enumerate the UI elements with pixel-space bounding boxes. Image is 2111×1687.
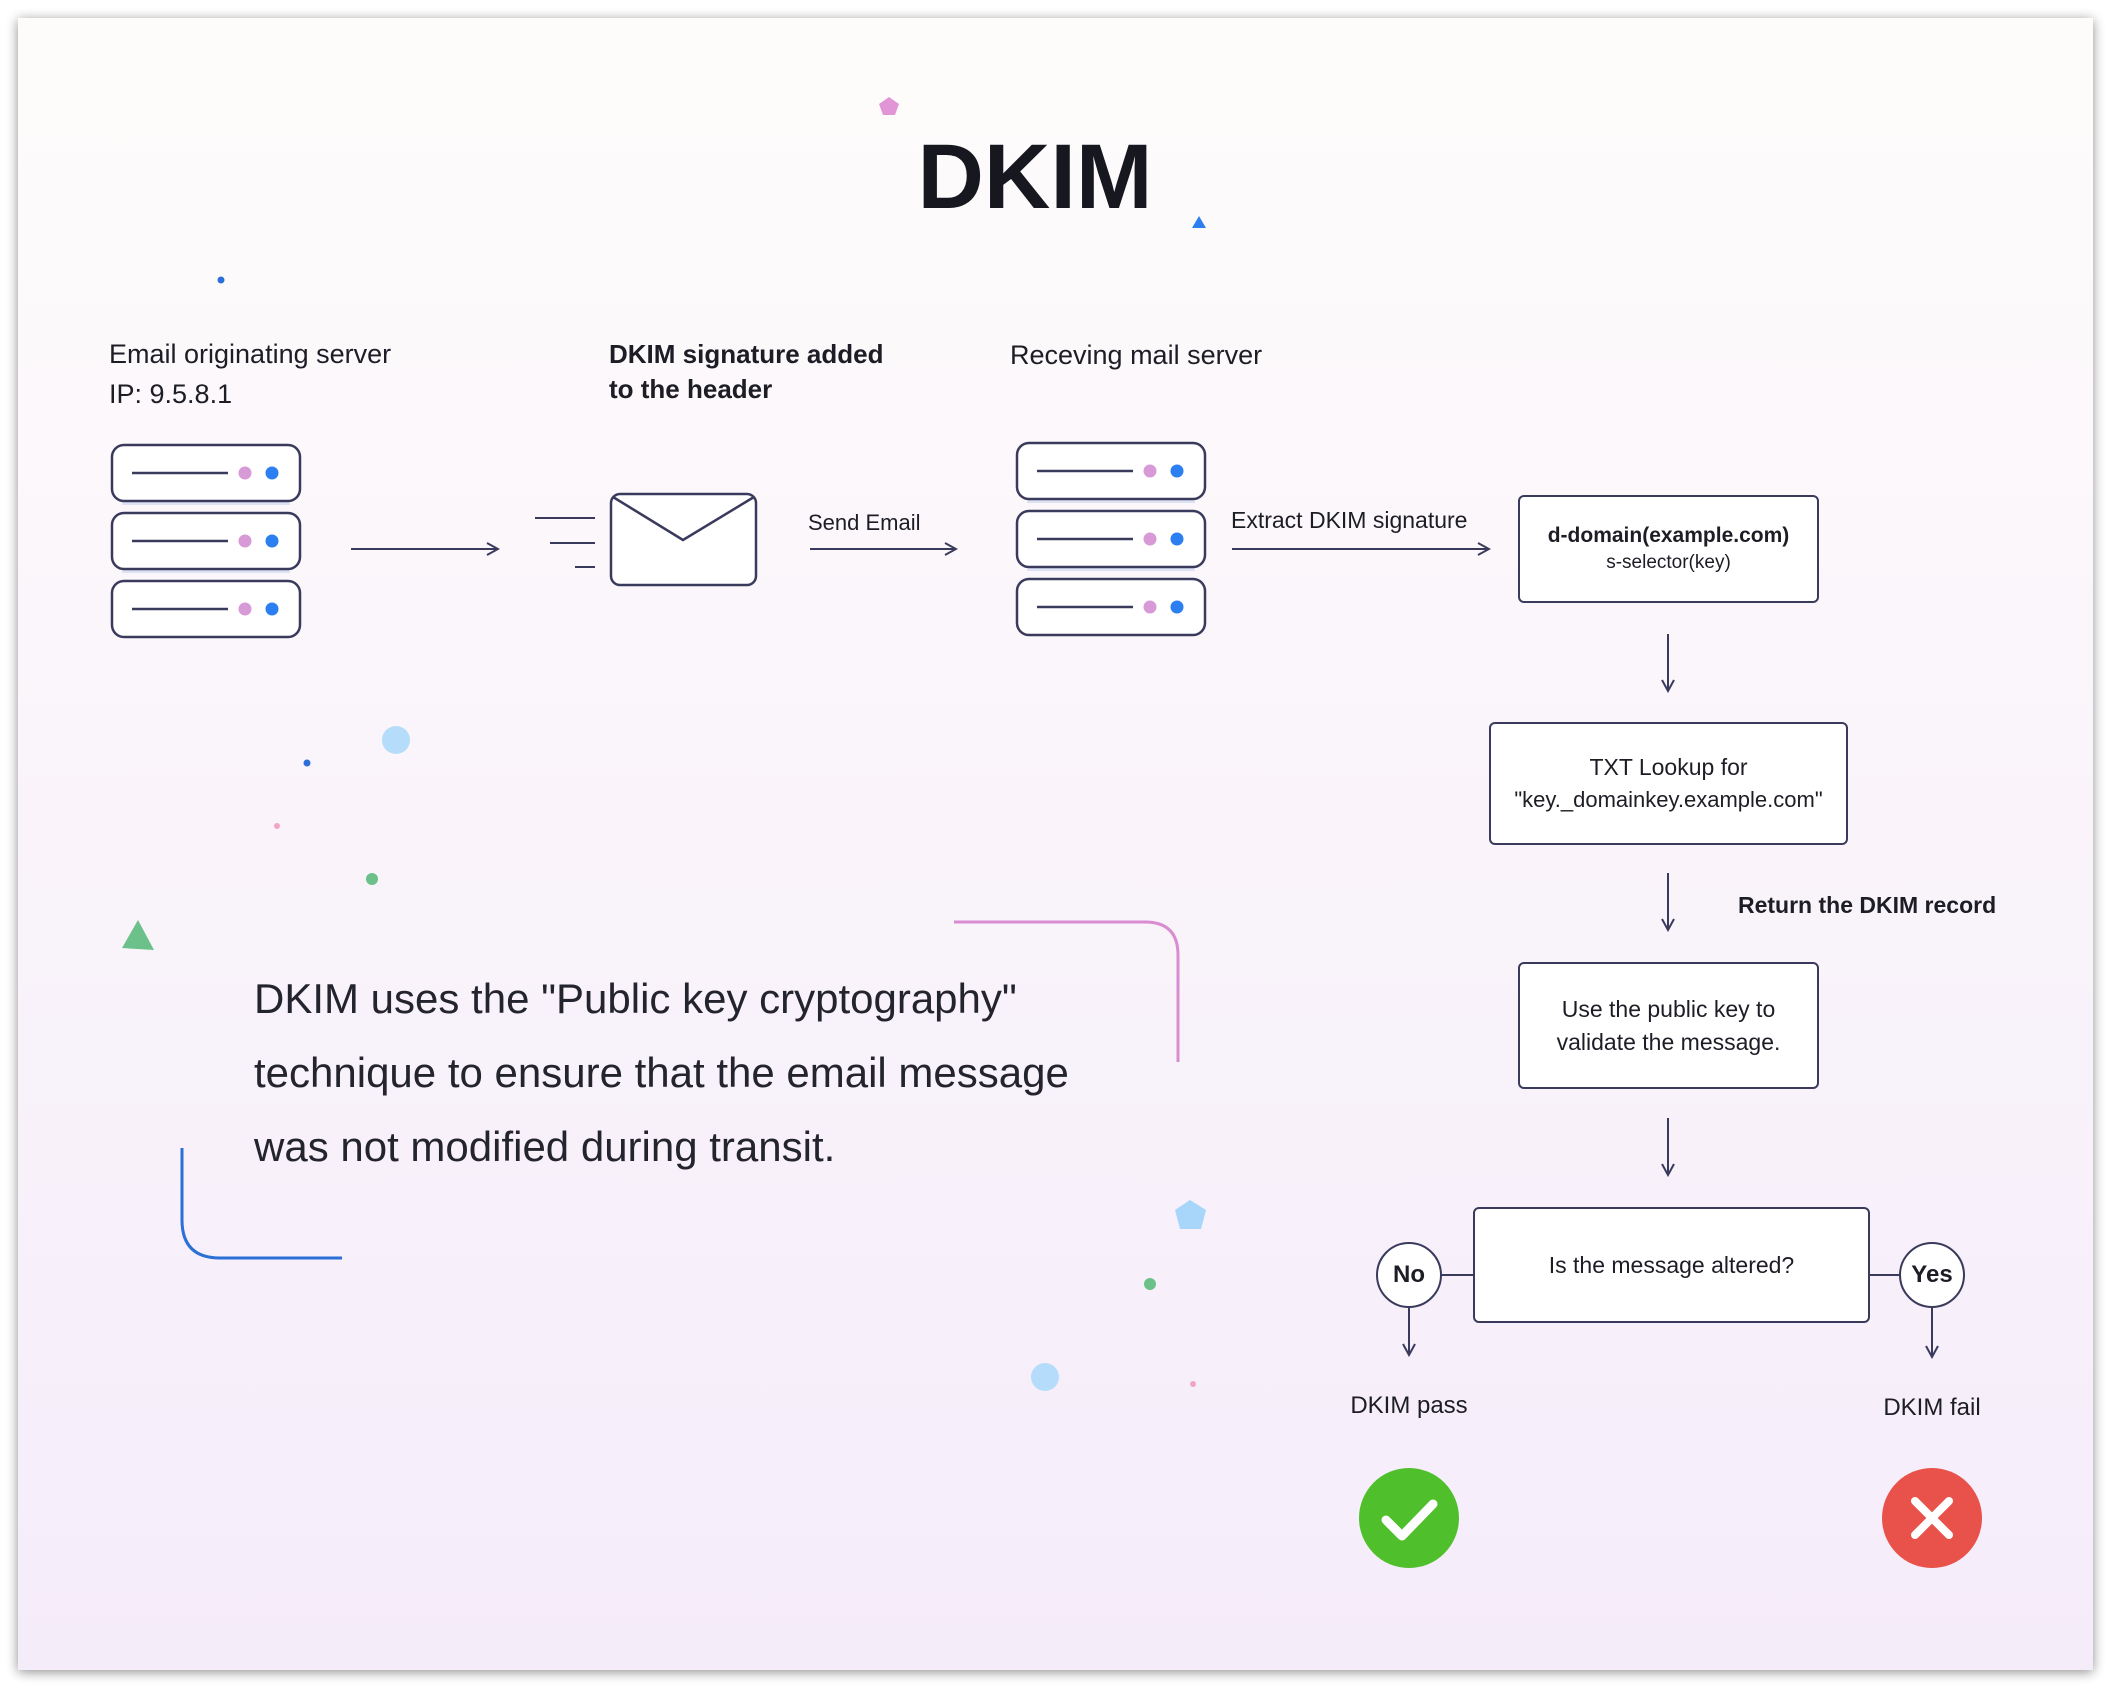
return-record-label: Return the DKIM record [1738,892,1997,918]
pink-pentagon [879,97,899,115]
txt-lookup-box: TXT Lookup for "key._domainkey.example.c… [1489,722,1848,845]
signature-label-line1: DKIM signature added [609,339,884,369]
question-text: Is the message altered? [1548,1251,1795,1278]
receiving-server-icon [1015,441,1207,637]
page-title: DKIM [917,126,1153,228]
blue-dot [217,276,225,284]
question-box: Is the message altered? [1473,1207,1870,1323]
validate-line1: Use the public key to [1561,995,1776,1022]
no-branch-badge: No [1376,1242,1442,1308]
green-dot [366,873,378,885]
signature-label-line2: to the header [609,374,773,404]
pink-corner-line [954,920,1180,1062]
light-blue-pentagon [1175,1200,1206,1229]
domain-selector-box: d-domain(example.com) s-selector(key) [1518,495,1819,603]
send-email-label: Send Email [808,510,921,535]
extract-signature-label: Extract DKIM signature [1231,507,1468,533]
description-line3: was not modified during transit. [254,1123,836,1170]
validate-line2: validate the message. [1556,1028,1781,1055]
receiving-server-label: Receving mail server [1010,340,1263,370]
yes-branch-badge: Yes [1899,1242,1965,1308]
green-triangle [122,920,154,950]
light-blue-dot [382,726,410,754]
blue-corner-line [180,1148,342,1260]
validate-box: Use the public key to validate the messa… [1518,962,1819,1089]
dkim-pass-label: DKIM pass [1350,1392,1468,1419]
selector-text: s-selector(key) [1606,552,1731,573]
pink-dot [274,823,280,829]
origin-server-ip: IP: 9.5.8.1 [109,379,233,409]
origin-server-icon [110,443,302,639]
domain-text: d-domain(example.com) [1547,524,1790,547]
description-line2: technique to ensure that the email messa… [254,1049,1069,1096]
light-blue-dot [1031,1363,1059,1391]
decorations [122,97,1206,1391]
dkim-fail-label: DKIM fail [1883,1394,1981,1421]
origin-server-label: Email originating server [109,339,392,369]
check-icon [1359,1468,1459,1568]
green-dot [1144,1278,1156,1290]
lookup-title: TXT Lookup for [1589,754,1748,780]
lookup-domain: "key._domainkey.example.com" [1514,787,1823,812]
blue-triangle [1192,216,1206,228]
description-line1: DKIM uses the "Public key cryptography" [254,975,1017,1022]
envelope-icon [535,492,758,587]
pink-dot [1190,1381,1196,1387]
blue-dot [303,759,311,767]
cross-icon [1882,1468,1982,1568]
